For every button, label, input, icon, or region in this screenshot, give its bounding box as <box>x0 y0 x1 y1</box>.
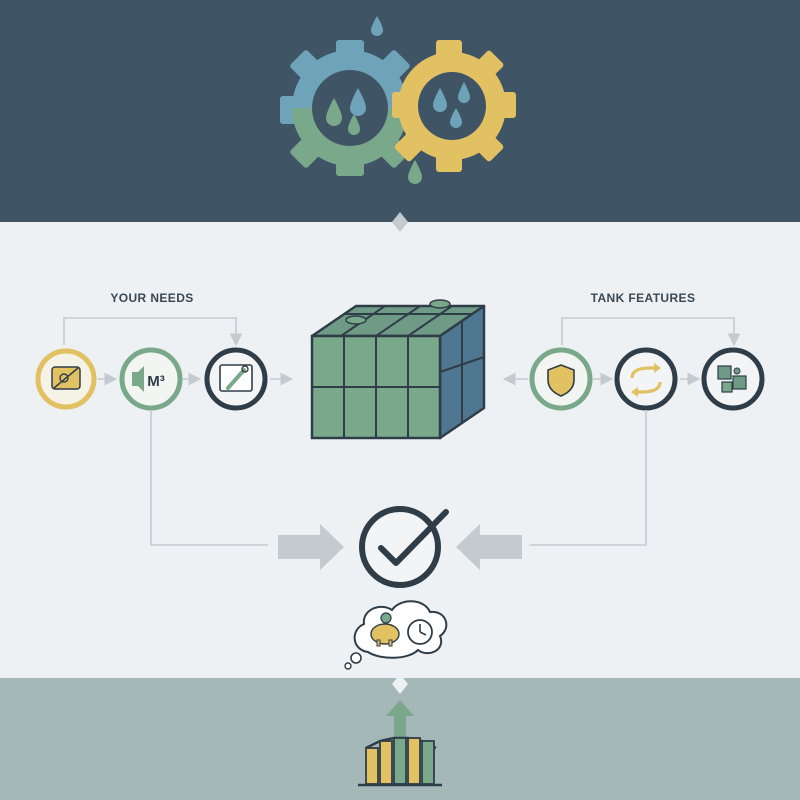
measuring-tape-icon <box>35 348 97 410</box>
left-gear-icon <box>280 40 420 176</box>
volume-glyph: M³ <box>147 373 165 390</box>
right-arrow-icon <box>278 524 344 570</box>
volume-icon: M³ <box>119 347 183 411</box>
left-arrow-icon <box>456 524 522 570</box>
connector-diamond <box>392 212 408 232</box>
tank-features-label: TANK FEATURES <box>590 291 696 305</box>
puzzle-pieces-icon <box>701 347 765 411</box>
growth-chart-icon <box>358 700 442 787</box>
shield-icon <box>529 347 593 411</box>
recycle-arrows-icon <box>614 347 678 411</box>
your-needs-label: YOUR NEEDS <box>110 291 194 305</box>
features-flow <box>502 317 765 411</box>
water-tank-icon <box>310 299 486 440</box>
clock-icon <box>407 619 433 645</box>
connector-diamond <box>392 674 408 694</box>
savings-thought-cloud-icon <box>344 600 448 670</box>
middle-band <box>0 222 800 678</box>
water-drop-icon <box>408 160 422 184</box>
right-gear-icon <box>392 40 516 172</box>
gears-icon <box>280 16 516 184</box>
piggy-bank-icon <box>370 612 400 647</box>
needs-flow: M³ <box>35 317 294 411</box>
convergence-lines <box>150 410 647 570</box>
water-drop-icon <box>371 16 383 36</box>
checkmark-icon <box>359 506 449 588</box>
installation-plan-icon <box>204 347 268 411</box>
